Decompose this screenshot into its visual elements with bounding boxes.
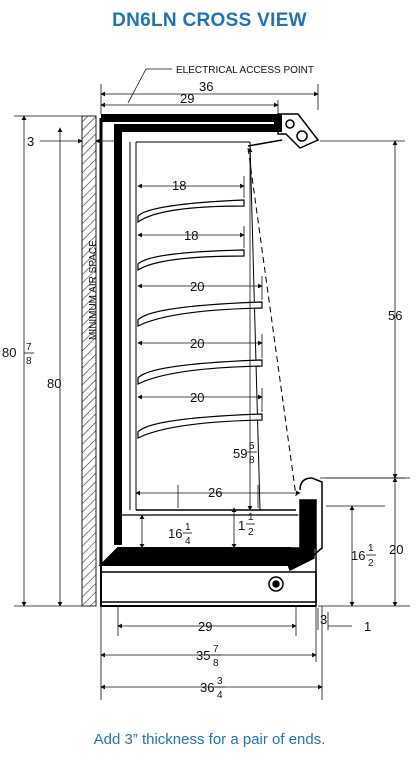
- dim-59-5-8-den: 8: [249, 455, 255, 466]
- dim-80-7-8-num: 7: [26, 342, 32, 353]
- dim-36-3-4-den: 4: [217, 690, 223, 701]
- dim-1-1-2-whole: 1: [238, 518, 245, 533]
- front-deck: [268, 477, 323, 606]
- dim-35-7-8-num: 7: [213, 644, 219, 655]
- dim-1-1-2: 1 1 2: [238, 512, 255, 538]
- dim-16-1-4: 16 1 4: [168, 522, 192, 547]
- dim-16-1-4-num: 1: [185, 522, 191, 533]
- dim-36-3-4-whole: 36: [200, 680, 214, 695]
- dim-80: 80: [47, 376, 61, 391]
- canopy-light: [247, 113, 320, 149]
- dim-bottom-1: 1: [364, 619, 371, 634]
- dim-bottom-29: 29: [198, 619, 212, 634]
- dim-16-1-2-den: 2: [368, 558, 374, 569]
- dimension-lines: [14, 68, 410, 700]
- dim-80-7-8-whole: 80: [2, 345, 16, 360]
- dim-shelf-5: 20: [190, 390, 204, 405]
- dim-top-29: 29: [180, 91, 194, 106]
- min-air-space-label: MINIMUM AIR SPACE: [88, 240, 99, 340]
- wall-hatch: [81, 115, 97, 607]
- dim-1-1-2-num: 1: [248, 512, 254, 523]
- electrical-access-label: ELECTRICAL ACCESS POINT: [176, 65, 314, 76]
- dim-shelf-4: 20: [190, 336, 204, 351]
- shelves: [137, 199, 263, 439]
- air-curtain-line: [247, 147, 297, 497]
- dim-35-7-8-whole: 35: [196, 648, 210, 663]
- dim-left-3: 3: [27, 134, 34, 149]
- dim-right-20: 20: [389, 542, 403, 557]
- dim-deck-26: 26: [208, 485, 222, 500]
- dim-80-7-8: 80 7 8: [2, 342, 34, 367]
- dim-59-5-8: 59 5 8: [233, 441, 257, 466]
- cabinet-outline: [98, 114, 317, 607]
- dimension-labels: ELECTRICAL ACCESS POINT 36 29 3 80 7 8 8…: [2, 65, 403, 701]
- dim-59-5-8-num: 5: [249, 441, 255, 452]
- dim-36-3-4-num: 3: [217, 676, 223, 687]
- dim-top-36: 36: [199, 79, 213, 94]
- dim-35-7-8: 35 7 8: [196, 644, 221, 669]
- dim-16-1-4-den: 4: [185, 536, 191, 547]
- dim-1-1-2-den: 2: [248, 527, 254, 538]
- dim-16-1-4-whole: 16: [168, 526, 182, 541]
- dim-shelf-3: 20: [190, 279, 204, 294]
- footer-note: Add 3” thickness for a pair of ends.: [93, 731, 326, 748]
- dim-bottom-3: 3: [320, 612, 327, 627]
- dim-59-5-8-whole: 59: [233, 446, 247, 461]
- dim-shelf-1: 18: [172, 178, 186, 193]
- dim-16-1-2-num: 1: [368, 543, 374, 554]
- dim-36-3-4: 36 3 4: [200, 676, 225, 701]
- dim-80-7-8-den: 8: [26, 356, 32, 367]
- dim-16-1-2: 16 1 2: [351, 543, 376, 569]
- dim-right-56: 56: [388, 308, 402, 323]
- page-title: DN6LN CROSS VIEW: [112, 10, 307, 31]
- dim-35-7-8-den: 8: [213, 658, 219, 669]
- dim-16-1-2-whole: 16: [351, 548, 365, 563]
- dim-shelf-2: 18: [184, 228, 198, 243]
